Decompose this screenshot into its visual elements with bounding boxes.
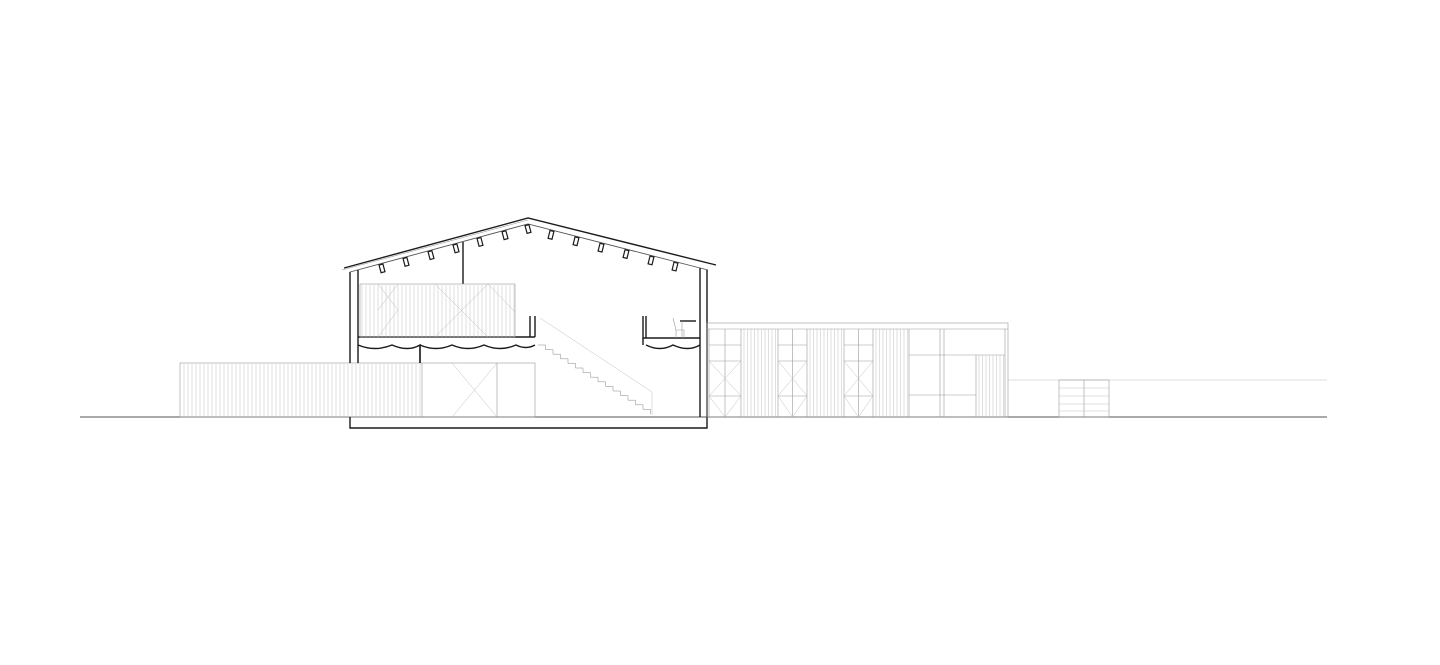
- left-annex-wall: [179, 362, 536, 418]
- boundary-wall: [1008, 379, 1327, 418]
- main-hall-section: [341, 217, 717, 417]
- adjacent-building-elevation: [706, 322, 1009, 418]
- basement-slab: [349, 417, 708, 429]
